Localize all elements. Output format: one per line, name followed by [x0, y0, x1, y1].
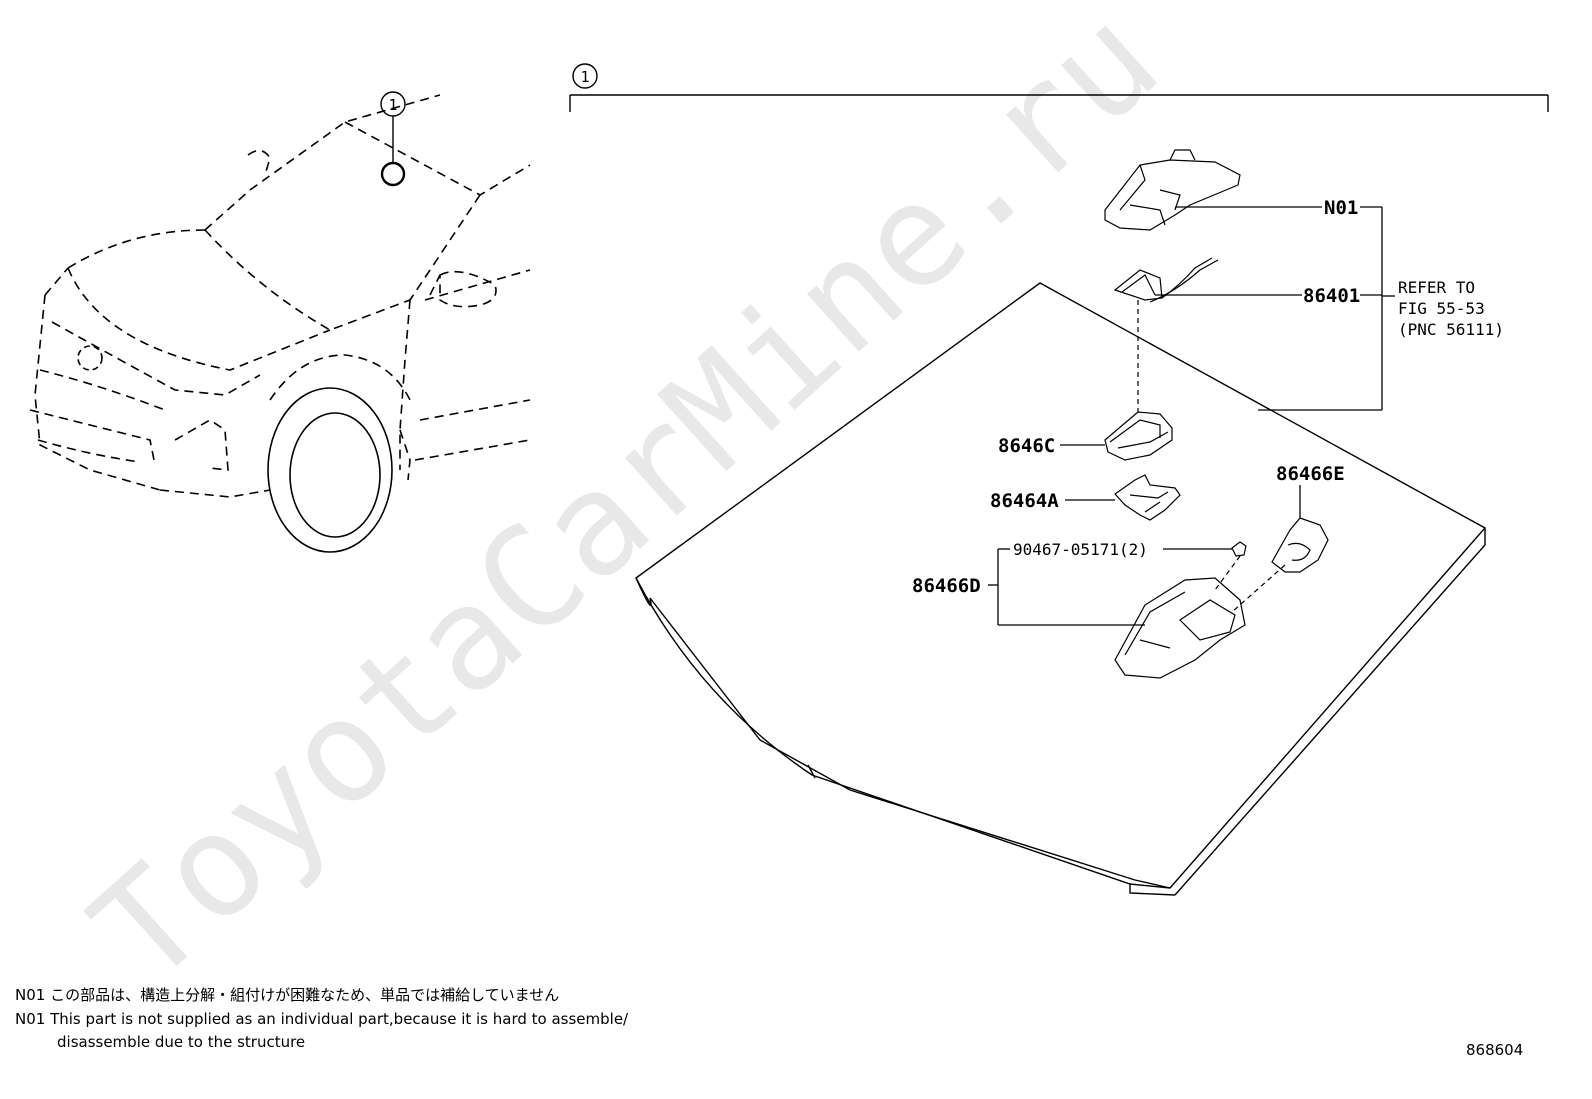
figure-number: 868604: [1466, 1041, 1524, 1059]
label-86401: 86401: [1303, 285, 1360, 307]
assembly-callout-number: 1: [580, 68, 589, 86]
windshield-glass: [635, 282, 1487, 896]
footnote-en: N01 This part is not supplied as an indi…: [15, 1008, 628, 1030]
part-86466d-cover: [1114, 577, 1246, 679]
label-8646c: 8646C: [998, 435, 1055, 457]
part-90467-clip: [1214, 541, 1286, 613]
footnote-jp-text: この部品は、構造上分解・組付けが困難なため、単品では補給していません: [50, 986, 560, 1004]
label-86466e: 86466E: [1276, 463, 1345, 485]
leader-lines: [988, 206, 1395, 626]
assembly-bracket: [569, 63, 1549, 112]
footnote-en-line2-wrap: disassemble due to the structure: [57, 1031, 305, 1053]
label-90467-05171: 90467-05171(2): [1013, 540, 1148, 559]
footnote-en-code: N01: [15, 1010, 46, 1028]
part-86401-sensor: [1113, 257, 1219, 412]
label-86464a: 86464A: [990, 490, 1059, 512]
part-n01-bracket: [1104, 149, 1241, 231]
footnote-jp-code: N01: [15, 986, 46, 1004]
footnote-jp: N01 この部品は、構造上分解・組付けが困難なため、単品では補給していません: [15, 984, 559, 1006]
vehicle-callout-number: 1: [388, 96, 397, 114]
refer-to-line2: FIG 55-53: [1398, 299, 1485, 318]
refer-to-line3: (PNC 56111): [1398, 320, 1504, 339]
part-86466e-clip: [1271, 517, 1329, 573]
label-n01: N01: [1324, 197, 1358, 219]
refer-to-line1: REFER TO: [1398, 278, 1475, 297]
vehicle-illustration: [29, 94, 531, 553]
label-86466d: 86466D: [912, 575, 981, 597]
part-8646c-cover: [1104, 411, 1173, 461]
footnote-en-line2: disassemble due to the structure: [57, 1033, 306, 1051]
part-86464a-bracket: [1114, 474, 1181, 521]
vehicle-callout: [380, 91, 406, 187]
footnote-en-line1: This part is not supplied as an individu…: [50, 1010, 629, 1028]
